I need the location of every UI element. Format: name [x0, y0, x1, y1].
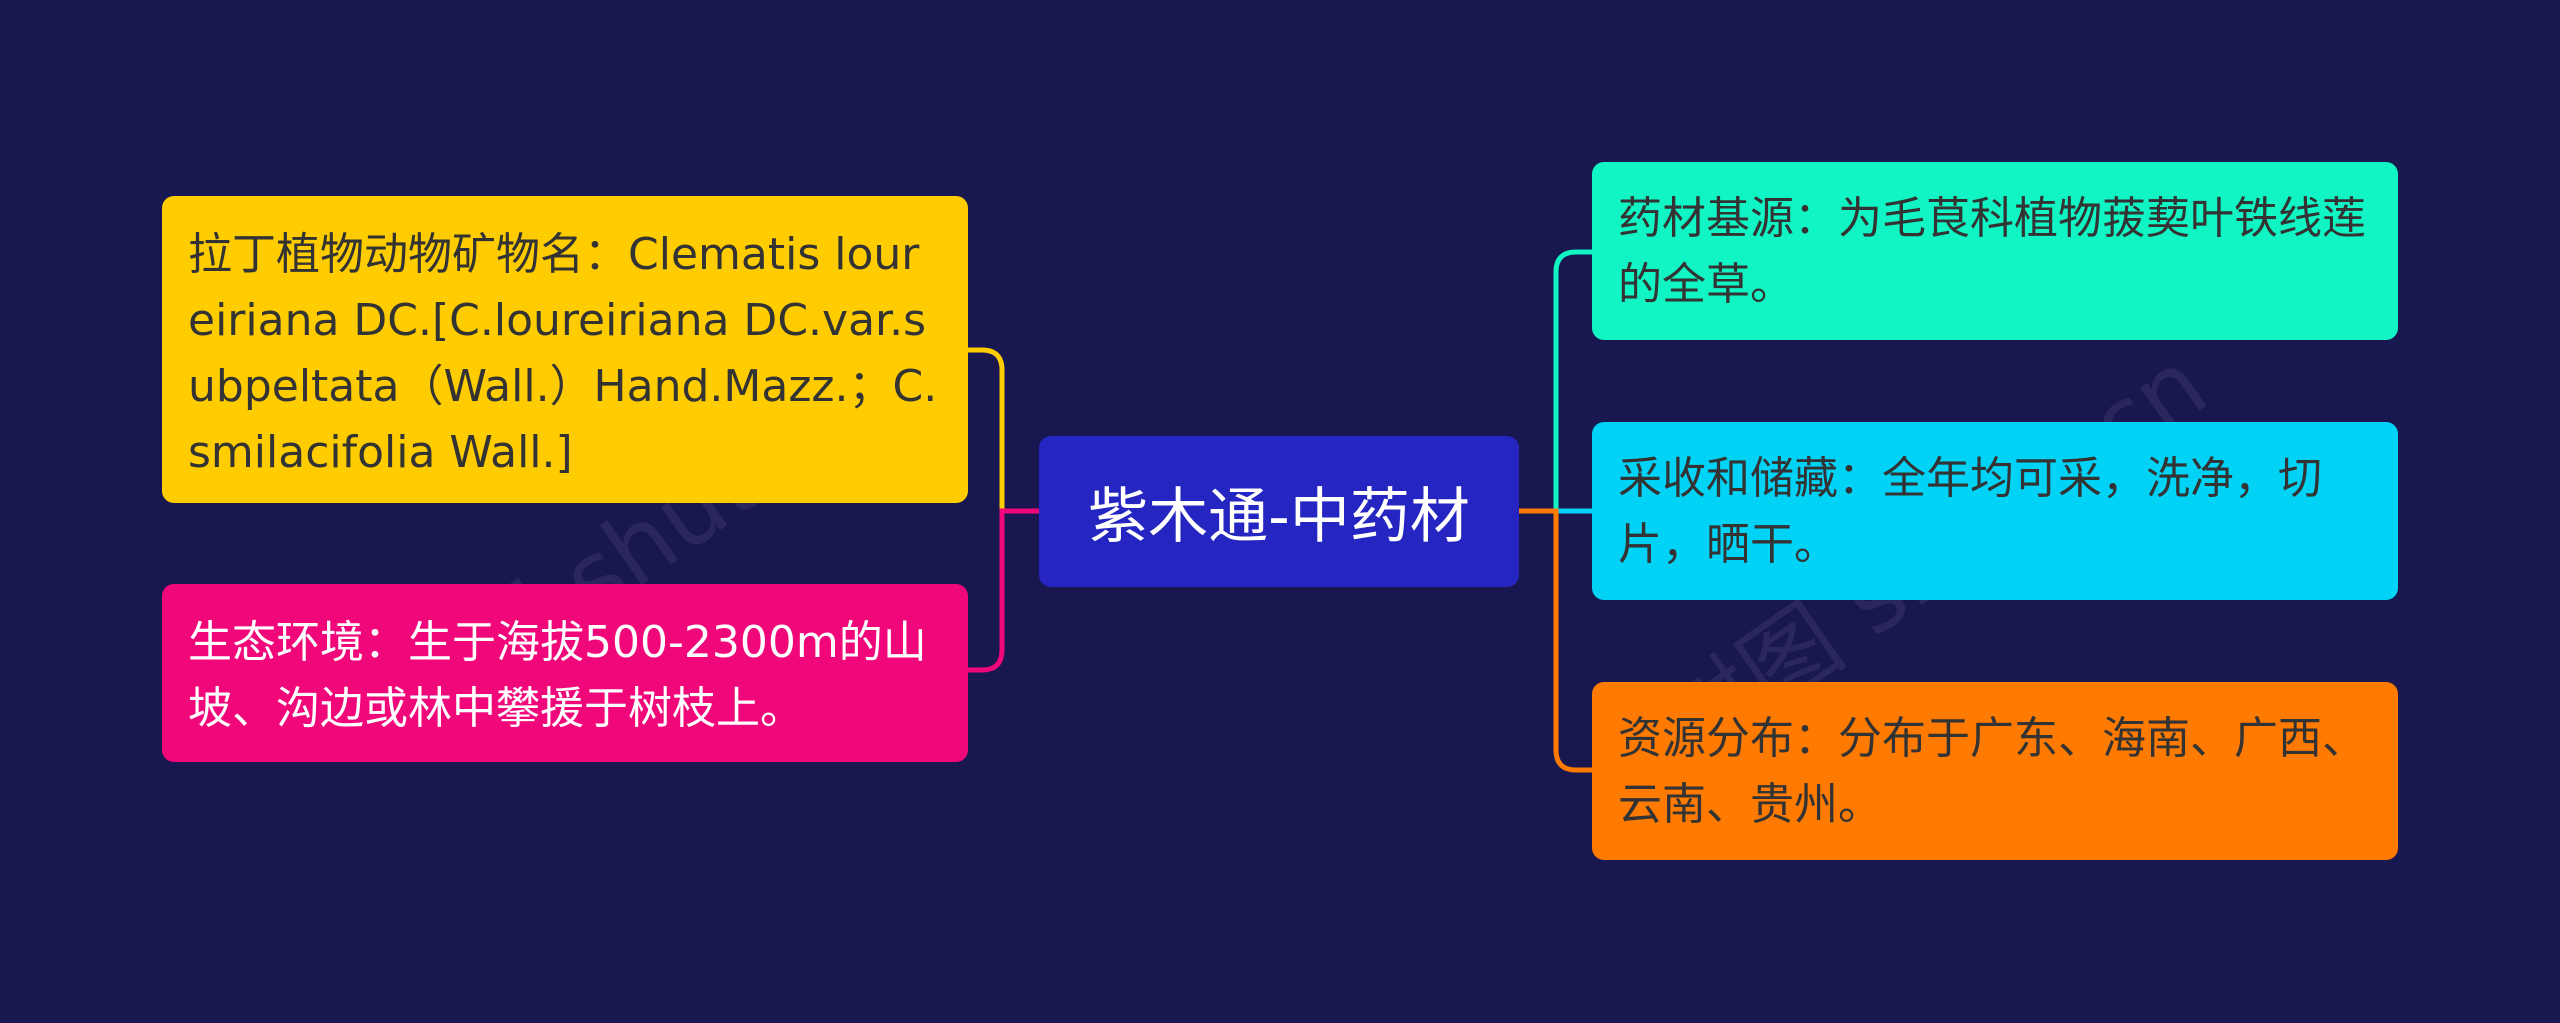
- topic-distribution[interactable]: 资源分布：分布于广东、海南、广西、云南、贵州。: [1592, 682, 2398, 860]
- central-topic-label: 紫木通-中药材: [1088, 482, 1470, 552]
- connector-left-1: [966, 347, 1039, 514]
- connector-right-3: [1519, 508, 1592, 773]
- topic-source[interactable]: 药材基源：为毛茛科植物菝葜叶铁线莲的全草。: [1592, 162, 2398, 340]
- topic-harvest-storage[interactable]: 采收和储藏：全年均可采，洗净，切片，晒干。: [1592, 422, 2398, 600]
- topic-habitat-text: 生态环境：生于海拔500-2300m的山坡、沟边或林中攀援于树枝上。: [188, 617, 927, 734]
- connector-left-2: [966, 508, 1039, 673]
- topic-distribution-text: 资源分布：分布于广东、海南、广西、云南、贵州。: [1618, 713, 2366, 830]
- central-topic[interactable]: 紫木通-中药材: [1039, 436, 1519, 587]
- topic-habitat[interactable]: 生态环境：生于海拔500-2300m的山坡、沟边或林中攀援于树枝上。: [162, 584, 968, 762]
- topic-source-text: 药材基源：为毛茛科植物菝葜叶铁线莲的全草。: [1618, 193, 2366, 310]
- connector-right-1: [1519, 249, 1592, 514]
- topic-latin-name[interactable]: 拉丁植物动物矿物名：Clematis loureiriana DC.[C.lou…: [162, 196, 968, 503]
- topic-harvest-storage-text: 采收和储藏：全年均可采，洗净，切片，晒干。: [1618, 453, 2322, 570]
- topic-latin-name-text: 拉丁植物动物矿物名：Clematis loureiriana DC.[C.lou…: [188, 229, 938, 478]
